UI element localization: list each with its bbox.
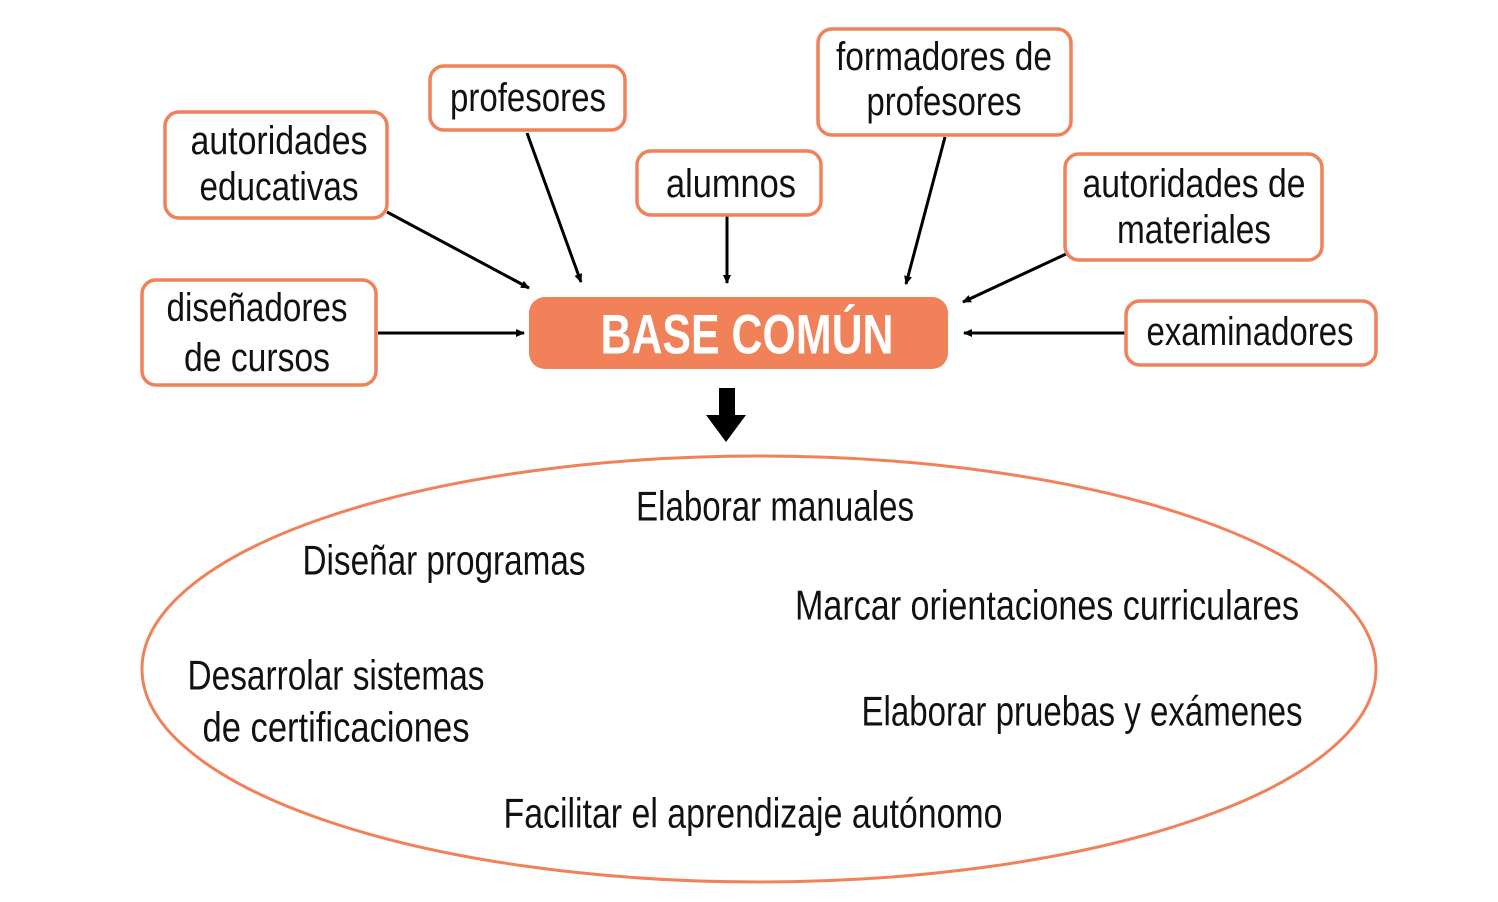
actor-label: profesores xyxy=(450,76,606,120)
use-certificaciones: de certificaciones xyxy=(203,704,470,751)
down-arrow-icon xyxy=(706,388,746,442)
actor-examinadores: examinadores xyxy=(1124,299,1378,367)
actor-label: autoridades xyxy=(191,119,368,163)
actor-alumnos: alumnos xyxy=(635,149,823,217)
uses-ellipse xyxy=(140,454,1378,884)
arrow-autoridades-educativas xyxy=(386,210,530,290)
actor-label: formadores de xyxy=(836,35,1052,79)
arrow-profesores xyxy=(525,132,583,283)
actor-formadores: formadores de profesores xyxy=(816,27,1073,137)
actor-label: educativas xyxy=(200,165,359,209)
use-programas: Diseñar programas xyxy=(303,537,586,584)
actor-label: profesores xyxy=(867,80,1022,124)
arrow-autoridades-materiales xyxy=(962,252,1067,304)
base-comun-box: BASE COMÚN xyxy=(529,297,948,369)
actor-label: autoridades de xyxy=(1083,162,1306,206)
arrow-formadores xyxy=(904,136,947,285)
actor-label: examinadores xyxy=(1147,310,1354,354)
use-orientaciones: Marcar orientaciones curriculares xyxy=(795,582,1299,629)
actor-label: alumnos xyxy=(666,162,796,206)
actor-label: diseñadores xyxy=(167,286,348,330)
actor-autoridades-educativas: autoridades educativas xyxy=(163,110,389,220)
actor-profesores: profesores xyxy=(428,64,627,132)
actor-label: de cursos xyxy=(184,336,330,380)
use-certificaciones: Desarrolar sistemas xyxy=(188,652,485,699)
actor-label: materiales xyxy=(1117,208,1271,252)
actor-autoridades-materiales: autoridades de materiales xyxy=(1063,152,1324,262)
use-manuales: Elaborar manuales xyxy=(636,483,914,530)
use-aprendizaje: Facilitar el aprendizaje autónomo xyxy=(504,790,1003,837)
base-comun-label: BASE COMÚN xyxy=(601,303,894,366)
actor-disenadores: diseñadores de cursos xyxy=(140,278,378,387)
use-pruebas: Elaborar pruebas y exámenes xyxy=(862,688,1303,735)
